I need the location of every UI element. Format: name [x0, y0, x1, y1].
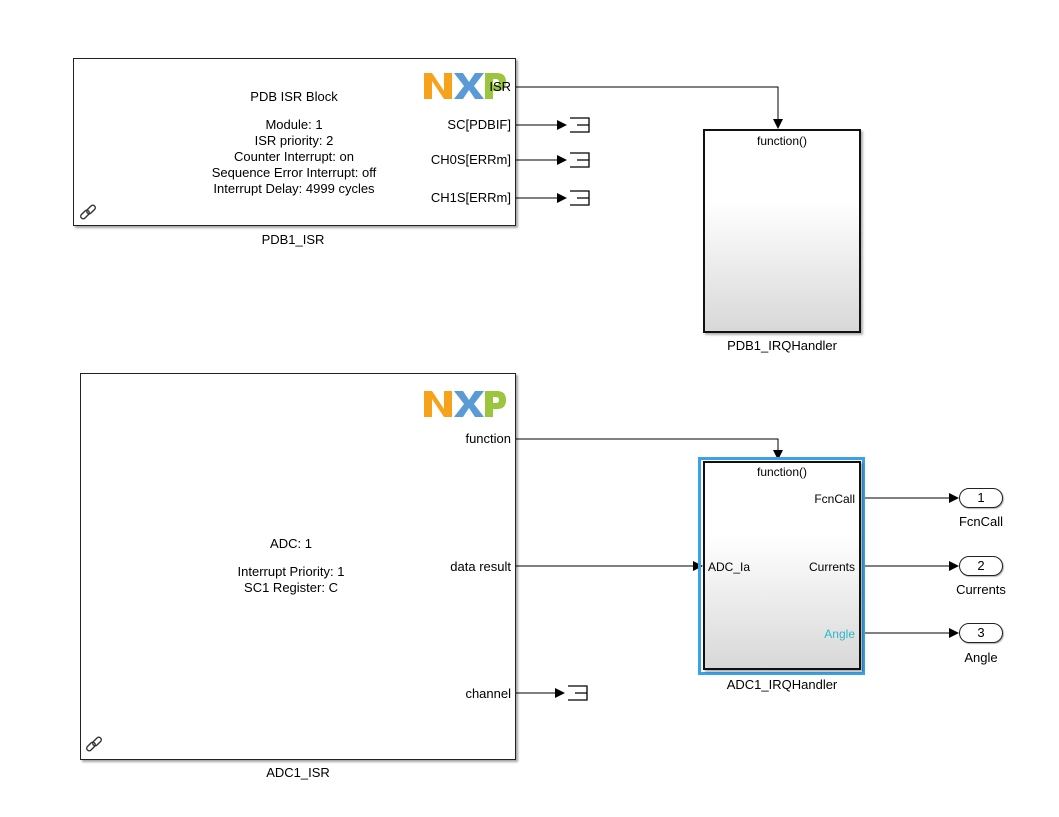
pdb-line-priority: ISR priority: 2	[254, 133, 334, 148]
adc-handler-out-fcncall: FcnCall	[814, 492, 855, 506]
pdb-handler-trigger: function()	[756, 134, 808, 148]
terminator-channel	[568, 685, 588, 701]
adc-block-title: ADC: 1	[270, 536, 312, 551]
pdb-line-seq-error: Sequence Error Interrupt: off	[211, 165, 377, 180]
port-function: function	[465, 431, 511, 446]
port-channel: channel	[465, 686, 511, 701]
pdb1-irqhandler-block[interactable]: function()	[703, 129, 861, 333]
selection-outline	[698, 457, 865, 675]
wire-function	[516, 438, 783, 460]
adc1-irqhandler-block[interactable]: function() ADC_Ia FcnCall Currents Angle	[703, 461, 861, 670]
nxp-logo	[424, 73, 506, 99]
port-ch0s-errm: CH0S[ERRm]	[430, 152, 511, 167]
adc-handler-out-currents: Currents	[808, 560, 855, 574]
outport-1-name: FcnCall	[958, 514, 1004, 529]
adc-handler-trigger: function()	[756, 465, 808, 479]
terminator-sc-pdbif	[570, 117, 590, 133]
adc-handler-out-angle: Angle	[824, 627, 855, 641]
wire-isr	[516, 86, 783, 129]
terminator-ch0s	[570, 152, 590, 168]
port-data-result: data result	[450, 559, 511, 574]
link-icon	[86, 736, 102, 752]
nxp-logo	[424, 391, 506, 417]
adc-line-priority: Interrupt Priority: 1	[237, 564, 345, 579]
port-isr: ISR	[489, 79, 511, 94]
outport-2[interactable]: 2	[959, 556, 1003, 576]
adc-handler-in-adc-ia: ADC_Ia	[708, 560, 751, 574]
pdb-block-text: PDB ISR Block Module: 1 ISR priority: 2 …	[174, 89, 414, 197]
outport-3-name: Angle	[964, 650, 998, 665]
outport-3[interactable]: 3	[959, 623, 1003, 643]
adc1-irqhandler-name: ADC1_IRQHandler	[726, 677, 838, 692]
adc-block-text: ADC: 1 Interrupt Priority: 1 SC1 Registe…	[201, 536, 381, 596]
pdb1-isr-name: PDB1_ISR	[261, 232, 325, 247]
link-icon	[80, 204, 96, 220]
port-sc-pdbif: SC[PDBIF]	[447, 117, 511, 132]
pdb-line-delay: Interrupt Delay: 4999 cycles	[213, 181, 375, 196]
port-ch1s-errm: CH1S[ERRm]	[430, 190, 511, 205]
pdb-block-title: PDB ISR Block	[250, 89, 338, 104]
adc1-isr-name: ADC1_ISR	[266, 765, 330, 780]
adc-line-sc1: SC1 Register: C	[244, 580, 338, 595]
adc1-isr-block[interactable]: ADC: 1 Interrupt Priority: 1 SC1 Registe…	[80, 373, 516, 760]
outport-2-name: Currents	[956, 582, 1006, 597]
pdb-line-counter: Counter Interrupt: on	[234, 149, 354, 164]
pdb-line-module: Module: 1	[265, 117, 323, 132]
pdb1-isr-block[interactable]: PDB ISR Block Module: 1 ISR priority: 2 …	[73, 58, 516, 226]
terminator-ch1s	[570, 190, 590, 206]
pdb1-irqhandler-name: PDB1_IRQHandler	[727, 338, 837, 353]
outport-1[interactable]: 1	[959, 488, 1003, 508]
